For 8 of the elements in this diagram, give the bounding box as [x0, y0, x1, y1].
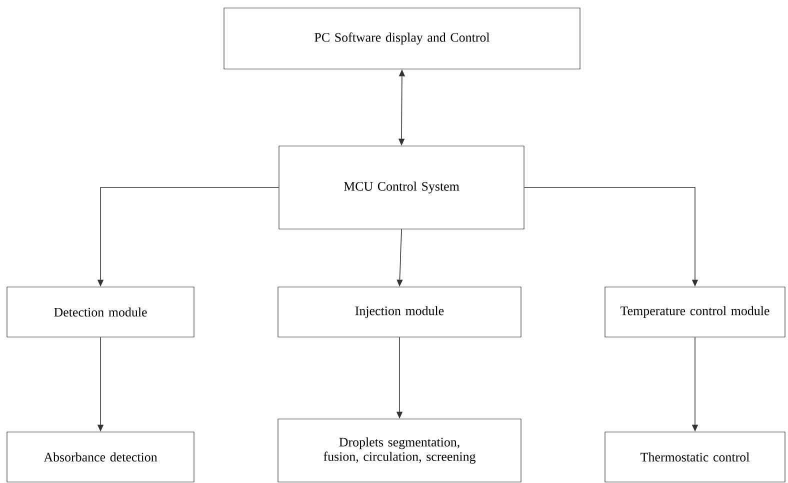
process-box: PC Software display and Control	[224, 8, 580, 70]
process-box: Temperature control module	[604, 286, 786, 338]
process-box: Detection module	[6, 286, 194, 338]
process-box: Injection module	[278, 286, 522, 338]
process-box: MCU Control System	[278, 146, 524, 230]
process-box: Droplets segmentation, fusion, circulation, screening	[278, 418, 522, 482]
process-box: Absorbance detection	[6, 432, 194, 482]
process-box: Thermostatic control	[604, 432, 786, 482]
